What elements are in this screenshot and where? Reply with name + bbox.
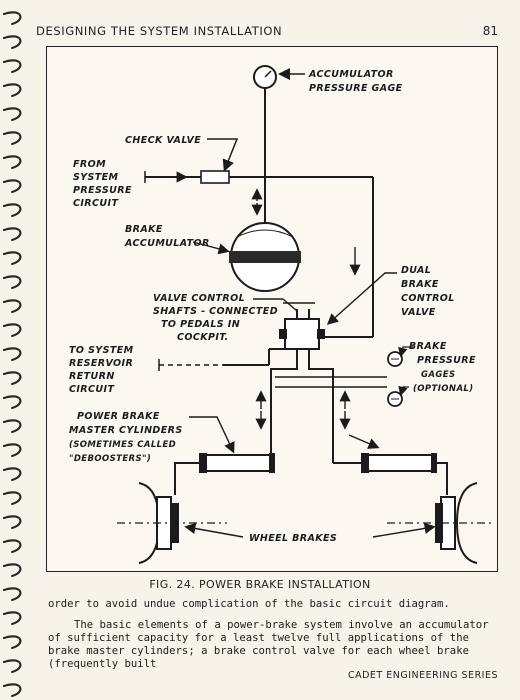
label-system: SYSTEM [73, 172, 119, 183]
wheel-brake-right-icon [387, 482, 493, 564]
label-gages: GAGES [421, 370, 455, 380]
label-from: FROM [73, 159, 106, 170]
power-brake-diagram: ACCUMULATOR PRESSURE GAGE CHECK VALVE FR… [69, 65, 493, 564]
running-head: DESIGNING THE SYSTEM INSTALLATION [36, 24, 283, 38]
brake-pressure-gage-icon [387, 351, 403, 407]
label-dual: DUAL [401, 265, 431, 276]
body-line-1: order to avoid undue complication of the… [48, 598, 450, 610]
label-shafts: SHAFTS - CONNECTED [153, 306, 278, 317]
series-footer: CADET ENGINEERING SERIES [347, 670, 498, 681]
label-optional: (OPTIONAL) [413, 384, 474, 394]
body-text: order to avoid undue complication of the… [48, 598, 498, 671]
label-to-pedals: TO PEDALS IN [161, 319, 240, 330]
label-valve: VALVE [401, 307, 436, 318]
label-brake-3: BRAKE [409, 341, 447, 352]
label-to-system: TO SYSTEM [69, 345, 134, 356]
label-reservoir: RESERVOIR [69, 358, 133, 369]
label-pressure-gage: PRESSURE GAGE [309, 83, 403, 94]
label-deboosters: "DEBOOSTERS") [69, 454, 151, 464]
label-circuit: CIRCUIT [73, 198, 119, 209]
figure-frame: ACCUMULATOR PRESSURE GAGE CHECK VALVE FR… [46, 46, 498, 572]
brake-accumulator-icon [229, 222, 301, 292]
label-brake-2: BRAKE [401, 279, 439, 290]
label-sometimes: (SOMETIMES CALLED [69, 440, 176, 450]
label-cockpit: COCKPIT. [177, 332, 229, 343]
body-paragraph-2: The basic elements of a power-brake syst… [48, 619, 489, 670]
page-number: 81 [482, 24, 498, 38]
wheel-brake-left-icon [117, 482, 227, 564]
label-master-cylinders: MASTER CYLINDERS [69, 425, 183, 436]
master-cylinder-left-icon [199, 453, 275, 473]
label-power-brake: POWER BRAKE [77, 411, 160, 422]
label-pressure-2: PRESSURE [417, 355, 476, 366]
dual-brake-control-valve-icon [279, 309, 325, 350]
accumulator-gage-icon [253, 65, 277, 225]
label-accumulator: ACCUMULATOR [308, 69, 394, 80]
label-valve-control: VALVE CONTROL [153, 293, 245, 304]
master-cylinder-right-icon [361, 453, 437, 473]
check-valve-icon [200, 170, 230, 184]
label-check-valve: CHECK VALVE [125, 135, 201, 146]
label-wheel-brakes: WHEEL BRAKES [249, 533, 337, 544]
label-return: RETURN [69, 371, 115, 382]
label-brake: BRAKE [125, 224, 163, 235]
label-accumulator-2: ACCUMULATOR [124, 238, 210, 249]
spiral-binding [2, 11, 22, 698]
label-pressure: PRESSURE [73, 185, 132, 196]
figure-caption: FIG. 24. POWER BRAKE INSTALLATION [149, 578, 371, 591]
label-circuit-2: CIRCUIT [69, 384, 115, 395]
label-control: CONTROL [401, 293, 455, 304]
